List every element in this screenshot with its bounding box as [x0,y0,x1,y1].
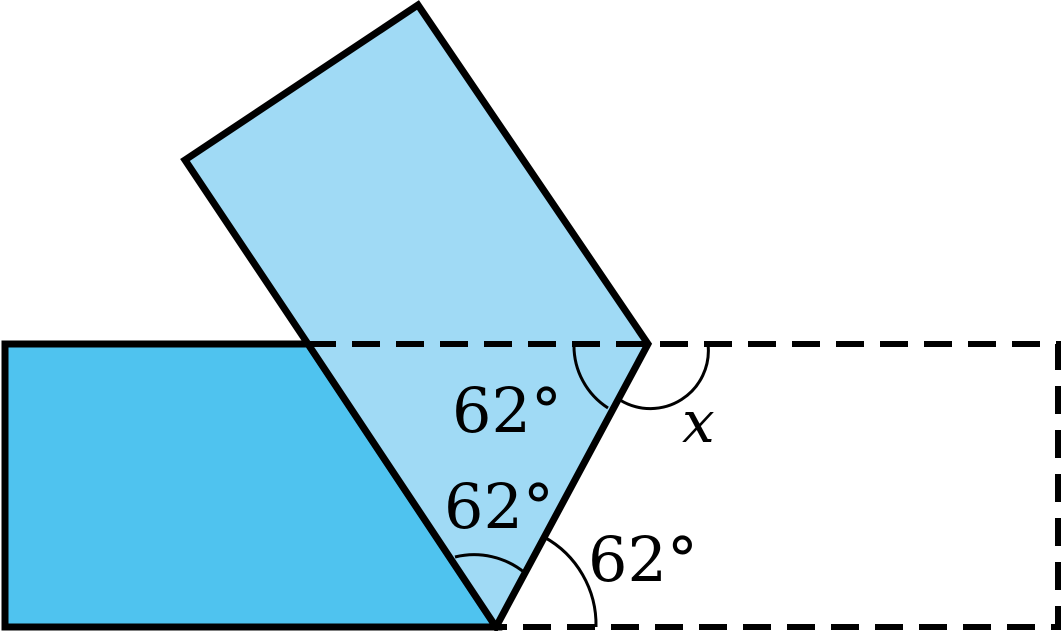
unknown-angle-label: x [682,388,715,456]
angle-label-right: 62° [588,523,698,596]
angle-label-middle: 62° [444,470,554,543]
angle-arc-x [619,343,710,411]
folded-flap [180,0,653,631]
original-position-dashed-outline [308,341,1061,630]
angle-arc-top-inner [572,343,609,410]
angle-label-top: 62° [452,374,562,447]
angle-arc-bottom-right [543,535,598,628]
angle-arc-bottom-inner [454,553,526,575]
